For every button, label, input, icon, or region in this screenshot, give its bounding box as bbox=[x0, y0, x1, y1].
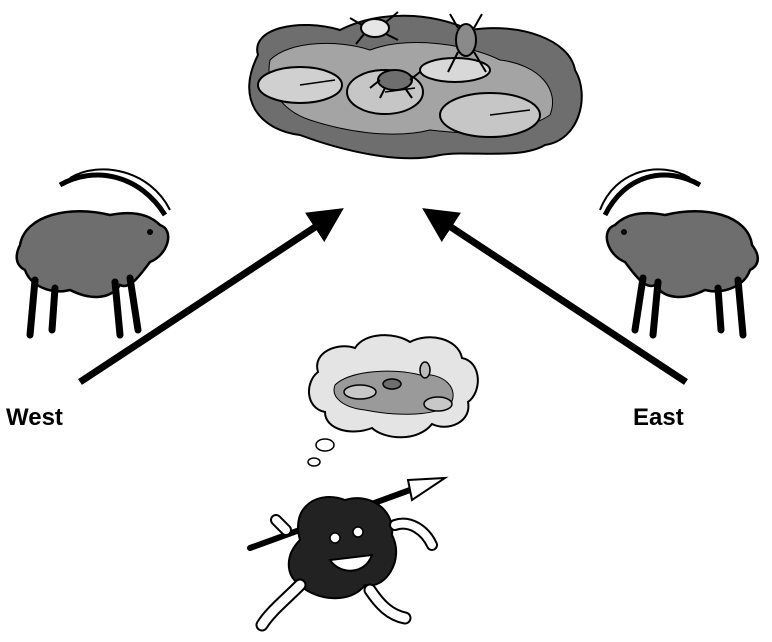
goat-right-icon bbox=[600, 169, 758, 335]
west-label: West bbox=[6, 406, 63, 430]
thought-bubble-icon bbox=[308, 335, 478, 466]
goat-left-icon bbox=[17, 169, 170, 335]
frog-pond-icon bbox=[249, 12, 582, 158]
east-label: East bbox=[633, 406, 684, 430]
caveman-hunter-icon bbox=[250, 478, 445, 625]
